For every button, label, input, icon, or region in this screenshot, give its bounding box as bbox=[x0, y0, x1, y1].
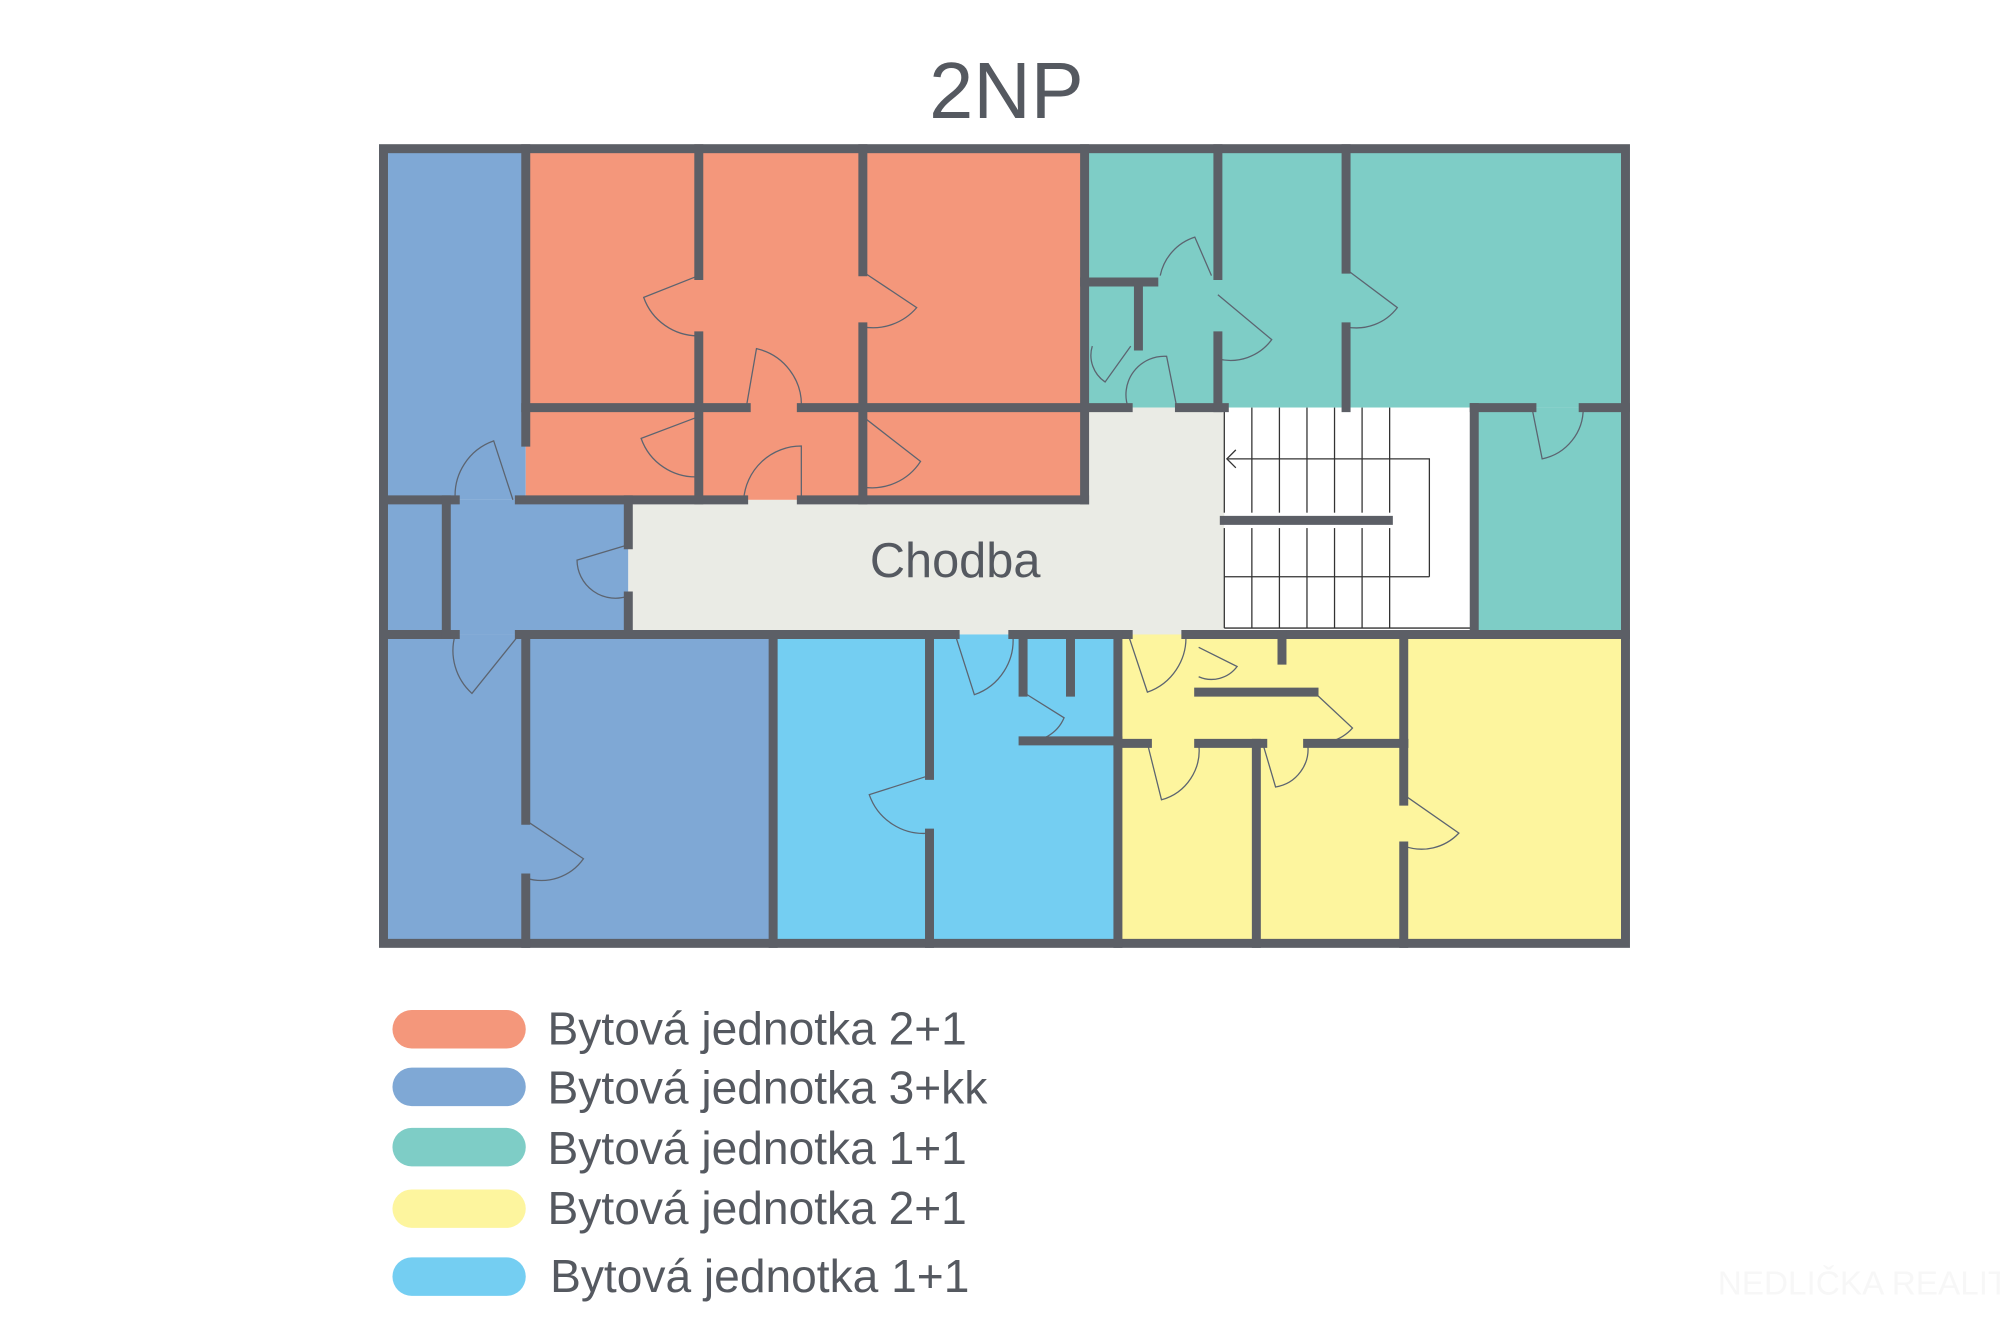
stair-steps bbox=[1223, 407, 1475, 629]
door-swing-icon bbox=[1090, 345, 1132, 383]
floor-plan: Chodba bbox=[379, 144, 1630, 948]
door-swing-icon bbox=[862, 416, 922, 489]
stair-direction-line bbox=[1228, 458, 1431, 577]
watermark-logo: NEDLIČKA REALITY bbox=[1718, 1265, 2000, 1303]
door-swing-icon bbox=[1198, 646, 1239, 681]
door-swing-icon bbox=[868, 774, 930, 835]
unit-1plus1-teal bbox=[1084, 148, 1626, 635]
door-swing-icon bbox=[454, 440, 514, 501]
unit-2plus1-yellow bbox=[1117, 634, 1626, 944]
door-swing-icon bbox=[1262, 743, 1309, 788]
legend-item: Bytová jednotka 2+1 bbox=[392, 1182, 967, 1234]
door-swing-icon bbox=[1146, 743, 1200, 801]
door-swing-icon bbox=[862, 271, 918, 329]
walls bbox=[379, 144, 1630, 948]
door-swing-icon bbox=[525, 819, 585, 882]
legend-swatch bbox=[392, 1010, 526, 1049]
door-swing-icon bbox=[745, 347, 802, 408]
door-swing-icon bbox=[642, 274, 700, 337]
door-swing-icon bbox=[1159, 236, 1213, 276]
door-swing-icon bbox=[1125, 355, 1178, 408]
arrow-icon bbox=[1225, 449, 1237, 469]
legend-label: Bytová jednotka 2+1 bbox=[548, 1182, 967, 1234]
legend-label: Bytová jednotka 1+1 bbox=[550, 1250, 969, 1302]
legend-swatch bbox=[392, 1189, 526, 1228]
door-swing-icon bbox=[640, 415, 700, 478]
door-swing-icon bbox=[1127, 634, 1187, 693]
legend-swatch bbox=[392, 1127, 526, 1167]
door-swing-icon bbox=[452, 634, 520, 695]
unit-2plus1-salmon bbox=[525, 148, 1085, 500]
legend-label: Bytová jednotka 3+kk bbox=[548, 1062, 989, 1114]
legend-item: Bytová jednotka 1+1 bbox=[392, 1250, 969, 1302]
legend-item: Bytová jednotka 1+1 bbox=[392, 1122, 967, 1174]
door-swing-icon bbox=[1531, 407, 1584, 460]
floor-title: 2NP bbox=[929, 46, 1084, 135]
legend-swatch bbox=[392, 1257, 526, 1296]
unit-3kk bbox=[383, 148, 774, 944]
legend-item: Bytová jednotka 3+kk bbox=[392, 1062, 988, 1114]
door-swing-icon bbox=[1345, 268, 1399, 329]
corridor bbox=[628, 407, 1225, 635]
unit-1plus1-lightblue bbox=[773, 634, 1118, 944]
legend-label: Bytová jednotka 1+1 bbox=[548, 1122, 967, 1174]
door-swing-icon bbox=[954, 634, 1014, 696]
legend: Bytová jednotka 2+1 Bytová jednotka 3+kk… bbox=[392, 1003, 988, 1302]
door-swing-icon bbox=[576, 544, 629, 599]
legend-label: Bytová jednotka 2+1 bbox=[548, 1003, 967, 1055]
doors bbox=[452, 236, 1584, 882]
door-swing-icon bbox=[1217, 294, 1273, 362]
outer-wall bbox=[379, 144, 1630, 948]
legend-swatch bbox=[392, 1067, 526, 1107]
door-swing-icon bbox=[1403, 794, 1460, 850]
door-swing-icon bbox=[743, 445, 802, 500]
corridor-label: Chodba bbox=[870, 534, 1041, 588]
legend-item: Bytová jednotka 2+1 bbox=[392, 1003, 967, 1055]
